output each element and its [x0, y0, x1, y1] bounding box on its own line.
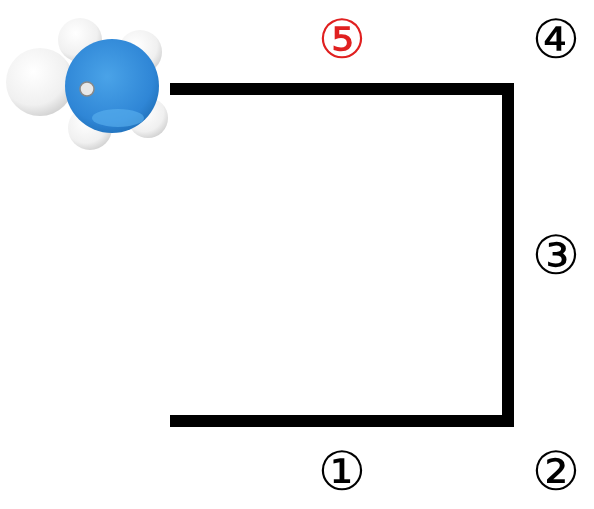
callout-number: ②	[532, 445, 580, 499]
callout-number: ③	[532, 229, 580, 283]
callout-number: ⑤	[318, 13, 366, 67]
callout-number: ④	[532, 13, 580, 67]
callout-number: ①	[318, 445, 366, 499]
molecule-icon	[6, 18, 168, 150]
bracket-path	[170, 89, 508, 421]
